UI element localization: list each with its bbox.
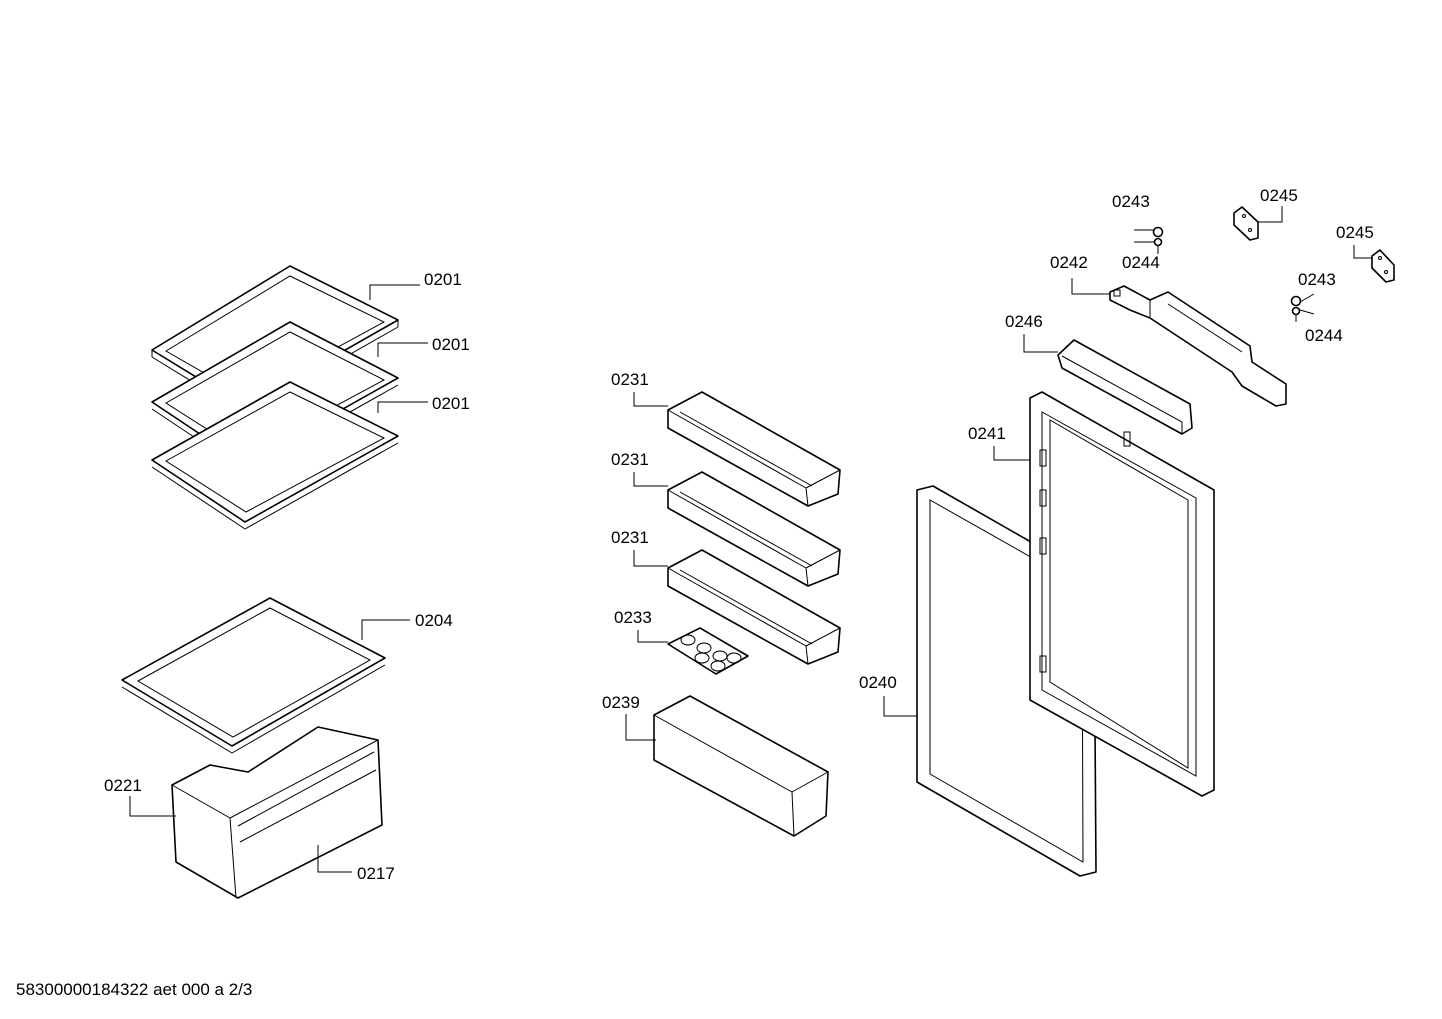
label-hinge-bracket: 0242 <box>1050 253 1088 272</box>
label-screw-upper: 0244 <box>1122 253 1160 272</box>
label-crisper-shelf: 0204 <box>415 611 453 630</box>
door-bin-2 <box>667 471 841 587</box>
label-plate-upper: 0245 <box>1260 186 1298 205</box>
door-panel <box>1029 391 1215 797</box>
crisper-drawer <box>171 726 383 899</box>
screw-lower <box>1291 306 1301 322</box>
label-nut-lower: 0243 <box>1298 270 1336 289</box>
label-shelf-top: 0201 <box>424 270 462 289</box>
label-nut-upper: 0243 <box>1112 192 1150 211</box>
label-screw-lower: 0244 <box>1305 326 1343 345</box>
label-plate-lower: 0245 <box>1336 223 1374 242</box>
label-shelf-low: 0201 <box>432 394 470 413</box>
label-shelf-middle: 0201 <box>432 335 470 354</box>
label-door-bin-3: 0231 <box>611 528 649 547</box>
door-bin-3 <box>667 549 841 665</box>
bottle-bin <box>653 695 829 837</box>
nut-lower <box>1290 295 1302 307</box>
hinge-plate-upper <box>1233 206 1259 241</box>
door-bin-1 <box>667 391 841 507</box>
label-door-cover: 0246 <box>1005 312 1043 331</box>
drawing-reference-footer: 58300000184322 aet 000 a 2/3 <box>16 980 253 999</box>
hinge-plate-lower <box>1371 249 1395 283</box>
label-door-gasket: 0240 <box>859 673 897 692</box>
egg-tray <box>667 627 749 675</box>
label-bottle-bin: 0239 <box>602 693 640 712</box>
label-crisper-drawer: 0221 <box>104 776 142 795</box>
leader-lines <box>129 206 1372 873</box>
glass-shelf-low <box>151 381 399 530</box>
hinge-bracket <box>1109 285 1287 407</box>
door-top-cover <box>1057 339 1193 435</box>
label-door-panel: 0241 <box>968 424 1006 443</box>
label-door-bin-1: 0231 <box>611 370 649 389</box>
crisper-cover-shelf <box>121 597 386 754</box>
screw-upper <box>1153 237 1163 254</box>
label-egg-tray: 0233 <box>614 608 652 627</box>
label-door-bin-2: 0231 <box>611 450 649 469</box>
label-crisper-front: 0217 <box>357 864 395 883</box>
nut-upper <box>1152 226 1164 238</box>
